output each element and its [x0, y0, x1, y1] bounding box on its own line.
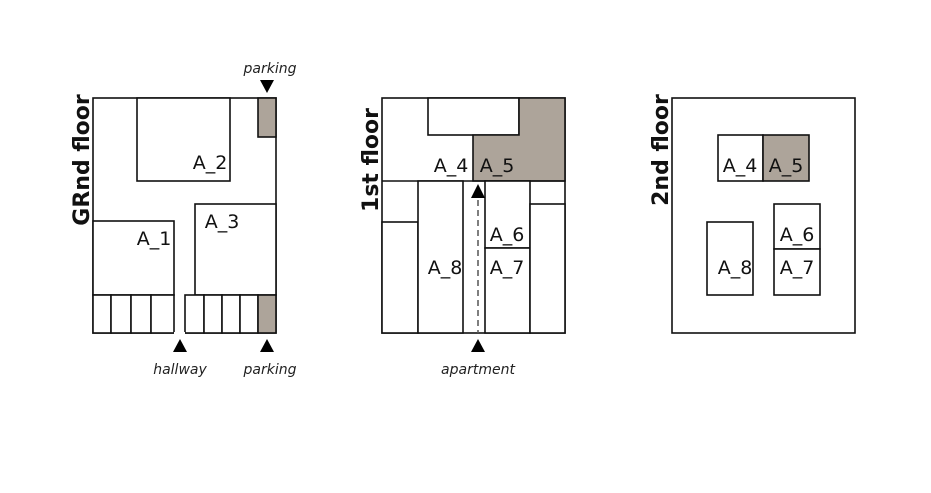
parking-top-label: parking [243, 61, 297, 77]
unit-a6 [484, 180, 531, 249]
label-a7: A_7 [780, 257, 815, 279]
stall [239, 294, 259, 334]
upper-room [427, 97, 520, 136]
ground-floor-plan: GRnd floor A_2 A_1 A_3 parking hallway p… [70, 61, 297, 378]
stall [221, 294, 241, 334]
label-a8: A_8 [718, 257, 753, 279]
second-floor-plan: 2nd floor A_4 A_5 A_6 A_7 A_8 [649, 94, 856, 334]
unit-a2 [136, 97, 231, 182]
stall [92, 294, 112, 334]
unit-a5 [762, 134, 810, 182]
arrow-up-icon [471, 339, 485, 352]
stall [110, 294, 132, 334]
arrow-up-icon [173, 339, 187, 352]
label-a5: A_5 [480, 155, 515, 177]
unit-a3 [194, 203, 277, 296]
first-floor-plan: 1st floor A_4 A_5 A_6 A_7 A_8 apartment [359, 97, 566, 378]
label-a7: A_7 [490, 257, 525, 279]
stall [184, 294, 205, 334]
label-a6: A_6 [780, 224, 815, 246]
label-a5: A_5 [769, 155, 804, 177]
label-a1: A_1 [137, 228, 172, 250]
ground-floor-title: GRnd floor [70, 94, 95, 226]
label-a8: A_8 [428, 257, 463, 279]
label-a6: A_6 [490, 224, 525, 246]
parking-bottom-label: parking [243, 362, 297, 378]
left-room [381, 221, 419, 334]
right-room [529, 203, 566, 334]
arrow-up-icon [471, 184, 485, 198]
parking-bottom [257, 294, 277, 334]
arrow-down-icon [260, 80, 274, 93]
label-a4: A_4 [723, 155, 758, 177]
first-floor-title: 1st floor [359, 108, 384, 212]
unit-a8 [706, 221, 754, 296]
stall [150, 294, 175, 334]
label-a4: A_4 [434, 155, 469, 177]
unit-a6 [773, 203, 821, 250]
label-a3: A_3 [205, 211, 240, 233]
unit-a7 [773, 248, 821, 296]
second-outline [671, 97, 856, 334]
stall [203, 294, 223, 334]
arrow-up-icon [260, 339, 274, 352]
parking-top [257, 97, 277, 138]
unit-a7 [484, 247, 531, 334]
unit-a1 [92, 220, 175, 296]
apartment-label: apartment [441, 362, 515, 378]
stall [130, 294, 152, 334]
second-floor-title: 2nd floor [649, 94, 674, 206]
unit-a8 [417, 180, 464, 334]
label-a2: A_2 [193, 152, 228, 174]
hallway-label: hallway [153, 362, 207, 378]
unit-a4 [717, 134, 764, 182]
